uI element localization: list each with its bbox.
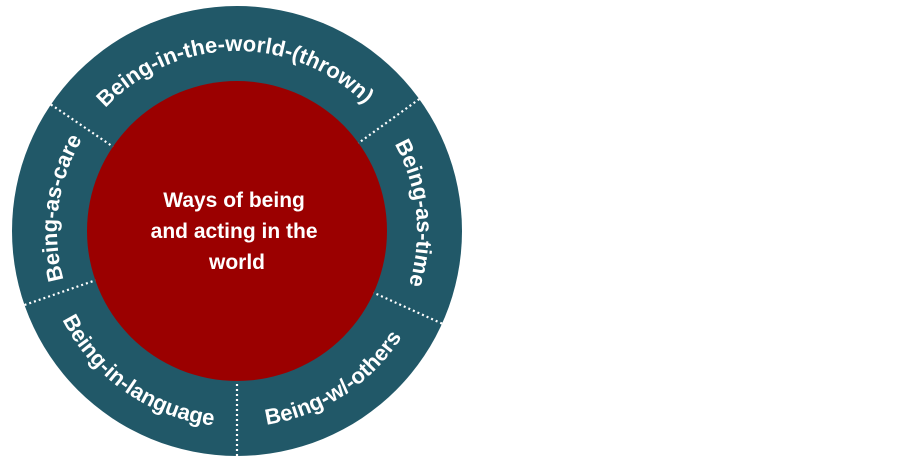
center-circle bbox=[87, 81, 387, 381]
center-line-2: and acting in the bbox=[151, 220, 318, 243]
center-line-1: Ways of being bbox=[163, 189, 305, 212]
center-line-3: world bbox=[208, 251, 265, 274]
center-text: Ways of being and acting in the world bbox=[151, 189, 324, 274]
